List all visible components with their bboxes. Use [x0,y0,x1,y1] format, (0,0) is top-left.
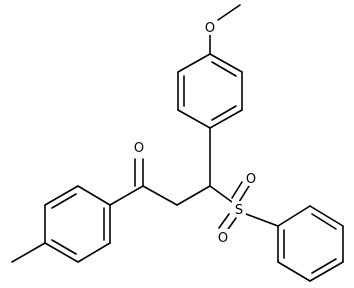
ring-double-bond [311,258,337,274]
bond-s-o-upper [238,185,250,203]
ring-bond [77,185,111,206]
ring-bond [209,53,243,73]
bond-methyl-o [217,4,241,21]
label-bg [132,139,146,155]
sulfonyl-oxygen-upper-label: O [246,172,256,187]
label-bg [232,201,246,217]
ring-bond [177,109,211,129]
phenyl-ring [277,205,344,282]
label-bg [244,170,258,186]
ring-bond [177,53,211,73]
ring-double-bond [211,105,237,121]
ring-bond [309,205,344,227]
ring-bond [77,242,111,263]
carbonyl-oxygen-label: O [134,141,144,156]
ring-double-bond [211,61,237,77]
bond-s-phenyl [245,213,279,227]
sulfonyl-oxygen-lower-label: O [218,231,228,246]
ring-double-bond [311,213,337,230]
label-bg [216,229,230,245]
bond-s-o-upper-double [231,181,243,199]
bond-ch2-co [142,185,178,206]
methoxyphenyl-ring [177,53,243,129]
ring-bond [277,205,311,227]
bond-ch-ch2 [176,185,211,206]
bond-ring-methyl [11,242,46,263]
methoxy-group [209,4,241,55]
ring-double-bond [51,239,77,255]
bond-s-o-lower-double [218,213,230,229]
ring-bond [44,185,79,206]
atom-labels: O O S O O [132,19,258,246]
sulfur-label: S [235,203,243,218]
ring-bond [44,242,79,263]
ring-double-bond [51,193,77,209]
label-bg [203,19,217,35]
bond-ch-s [209,185,233,203]
propane-chain [109,127,211,206]
ring-bond [209,109,243,129]
ring-bond [309,261,344,282]
tolyl-ring [11,185,111,263]
methoxy-oxygen-label: O [205,21,215,36]
bond-co-ring [109,185,144,206]
ring-bond [277,261,311,282]
